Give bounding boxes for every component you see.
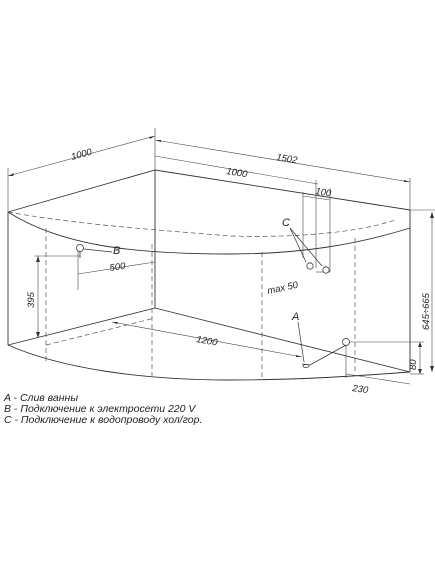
dim-depth-label: 1000 <box>70 147 94 163</box>
dim-line-length-base <box>111 321 303 358</box>
legend-item-c: C - Подключение к водопроводу хол/гор. <box>4 414 203 426</box>
dim-length-total-label: 1502 <box>276 152 299 166</box>
leader-c-2 <box>289 227 323 267</box>
floor-front-curve <box>7 344 411 381</box>
water-valve-right-icon <box>322 266 330 274</box>
dim-valve-gap-label: max 50 <box>266 280 299 297</box>
arrow-rim-bottom <box>430 366 434 372</box>
dim-length-base-label: 1200 <box>195 334 218 349</box>
arrow-base-left <box>112 322 118 324</box>
leader-c-1 <box>289 227 307 263</box>
fittings <box>76 244 350 368</box>
callout-leaders <box>83 227 323 363</box>
dim-drain-offset-label: 230 <box>351 383 370 396</box>
drain-base-icon <box>302 364 310 368</box>
dim-rim-height-label: 645÷665 <box>421 292 432 330</box>
hidden-lines <box>7 211 396 380</box>
legend: A - Слив ванны B - Подключение к электро… <box>4 393 304 426</box>
callout-letter-c: C <box>282 217 290 229</box>
dim-length-inner-label: 1000 <box>226 166 249 180</box>
electrical-connection-icon <box>76 244 84 252</box>
arrow-rim-top <box>430 212 434 218</box>
dimension-arrows <box>8 136 434 374</box>
callout-letter-a: A <box>291 311 299 323</box>
arrow-length-right <box>404 180 410 182</box>
leader-b <box>83 248 113 253</box>
leader-a <box>297 321 305 363</box>
tub-outline <box>7 169 411 381</box>
dim-offset-b-label: 500 <box>109 261 127 274</box>
dim-height-b-label: 395 <box>26 291 37 308</box>
water-valve-left-icon <box>306 262 314 270</box>
dim-line-depth <box>7 135 156 177</box>
dim-offset-c-label: 100 <box>315 186 333 199</box>
inner-rim-curve <box>7 211 396 237</box>
rim-back-edge <box>7 169 411 213</box>
legend-item-a: A - Слив ванны <box>4 392 79 404</box>
rim-front-curve <box>7 211 411 255</box>
arrow-depth-left <box>8 173 14 176</box>
dim-line-offset-c <box>302 195 331 201</box>
hidden-floor-line <box>45 317 156 346</box>
drain-pipe <box>301 344 347 366</box>
dimension-lines <box>7 128 435 385</box>
dim-line-drain-offset <box>345 373 411 385</box>
dim-line-length-total <box>154 139 411 183</box>
floor-back-edge <box>154 307 411 373</box>
dim-line-length-inner <box>154 155 319 185</box>
arrow-length-left <box>155 140 161 142</box>
legend-item-b: B - Подключение к электросети 220 V <box>4 403 196 415</box>
arrow-base-right <box>296 355 302 357</box>
arrow-395-bottom <box>36 332 40 338</box>
drain-outlet-icon <box>342 338 350 346</box>
arrow-depth-right <box>149 136 155 139</box>
arrow-395-top <box>36 256 40 262</box>
arrow-80-top <box>418 342 422 347</box>
arrow-80-bottom <box>418 369 422 374</box>
dim-drain-height-label: 80 <box>408 359 419 370</box>
callout-letter-b: B <box>113 245 120 257</box>
floor-left-edge <box>7 307 156 346</box>
dim-line-offset-b <box>77 261 156 275</box>
